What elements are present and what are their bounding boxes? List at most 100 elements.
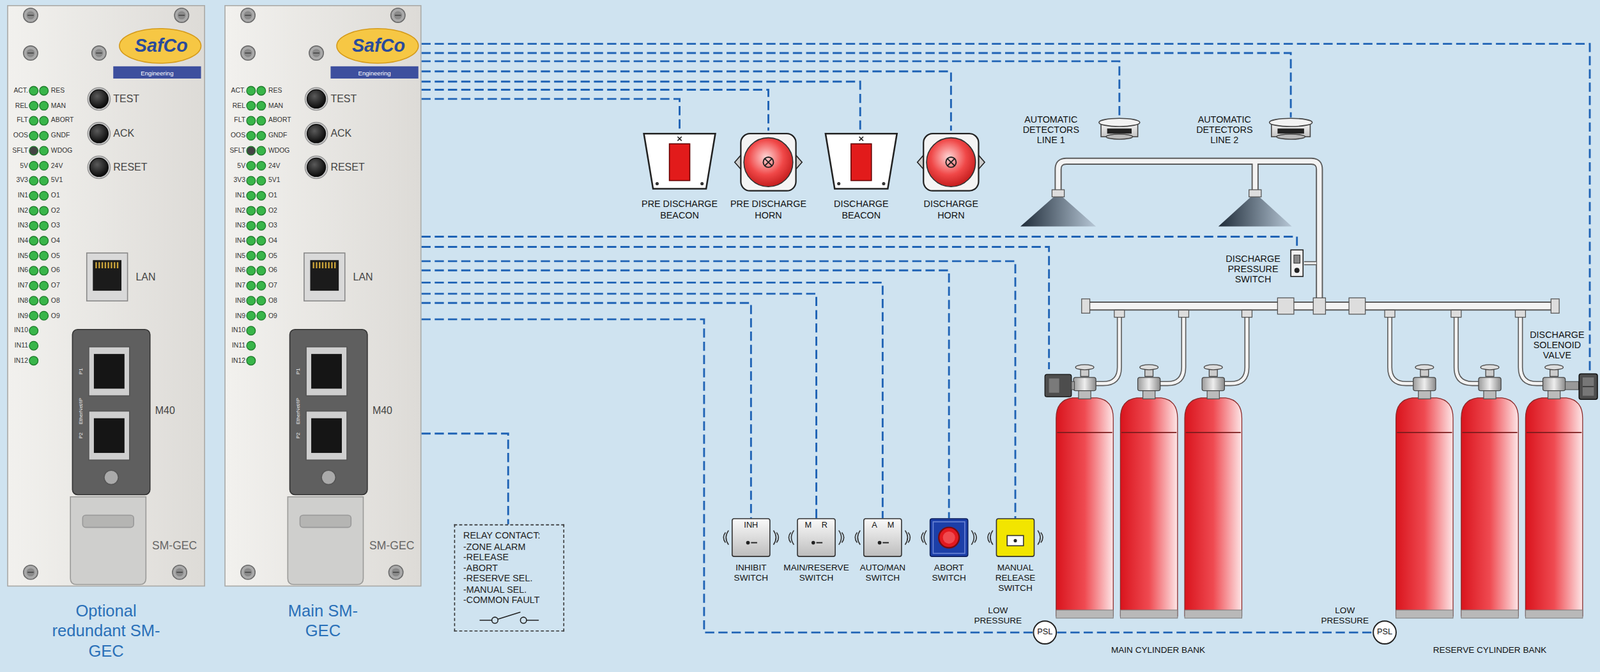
led-label: O9 <box>268 312 278 319</box>
node-label: PRE DISCHARGE HORN <box>726 198 811 221</box>
controller-module-shape <box>7 5 206 587</box>
led-label: OOS <box>230 132 246 139</box>
node-label: A <box>867 521 882 530</box>
node-label: DISCHARGE PRESSURE SWITCH <box>1222 254 1284 285</box>
led-label: IN7 <box>17 282 29 289</box>
led-label: FLT <box>233 117 246 124</box>
node-label: INHIBIT SWITCH <box>722 562 780 583</box>
brand-tagline: Engineering <box>140 69 174 77</box>
manual-release-switch: MANUAL RELEASE SWITCH <box>996 518 1036 558</box>
node-label: -MANUAL SEL. <box>463 584 556 595</box>
horn-icon-shape <box>733 130 804 194</box>
signal-wire <box>421 99 680 133</box>
led-label: IN4 <box>235 237 246 245</box>
node-label: LOW PRESSURE <box>971 605 1025 626</box>
node-label: MANUAL RELEASE SWITCH <box>980 562 1051 593</box>
led-label: O8 <box>268 297 278 305</box>
valve-actuator <box>1044 374 1579 397</box>
selector-switch-shape <box>863 518 903 558</box>
signal-wire <box>421 90 769 131</box>
led-label: IN1 <box>17 192 29 199</box>
node-label: INH <box>731 521 771 530</box>
abort-switch: ABORT SWITCH <box>929 518 969 558</box>
led-label: O7 <box>51 282 61 289</box>
node-label: MAIN/RESERVE SWITCH <box>781 562 852 583</box>
gas-cylinders <box>1056 364 1583 619</box>
solenoid-valve: DISCHARGE SOLENOID VALVE <box>1578 373 1598 400</box>
cylinder-bank: RESERVE CYLINDER BANK <box>1389 369 1578 619</box>
led-label: IN1 <box>235 192 246 199</box>
signal-wire <box>421 61 1120 118</box>
manual-release-switch-shape <box>996 518 1036 558</box>
led-label: O6 <box>268 267 278 275</box>
node-label: Optional redundant SM-GEC <box>39 601 173 663</box>
led-label: IN8 <box>235 297 246 305</box>
node-label: PSL <box>1372 628 1397 638</box>
led-label: ACT. <box>13 87 29 94</box>
node-label: DISCHARGE SOLENOID VALVE <box>1526 330 1588 361</box>
led-label: O2 <box>268 207 278 215</box>
led-label: O3 <box>268 222 278 229</box>
led-label: IN12 <box>14 357 29 364</box>
led-label: SFLT <box>12 147 29 154</box>
solenoid-valve-shape <box>1578 373 1598 400</box>
led-label: IN9 <box>235 312 246 319</box>
led-label: IN10 <box>14 327 29 335</box>
signal-wire <box>421 433 509 525</box>
led-label: REL <box>15 102 29 109</box>
led-label: 5V <box>237 162 246 169</box>
signal-wire <box>421 246 1050 370</box>
led-label: IN6 <box>17 267 29 275</box>
led-label: 5V1 <box>268 177 280 185</box>
led-label: IN3 <box>235 222 246 229</box>
controller-module: Optional redundant SM-GEC <box>7 5 206 587</box>
beacon-icon-shape <box>824 132 898 190</box>
horn-icon: DISCHARGE HORN <box>916 130 986 194</box>
led-label: O2 <box>51 207 61 215</box>
led-label: MAN <box>268 102 284 109</box>
node-label: AUTO/MAN SWITCH <box>849 562 916 583</box>
led-label: IN4 <box>17 237 29 245</box>
module-label: M40 <box>155 406 176 417</box>
signal-wire <box>421 270 950 519</box>
led-label: GNDF <box>268 132 287 139</box>
beacon-icon: DISCHARGE BEACON <box>824 132 898 190</box>
signal-wire <box>421 293 817 519</box>
brand-logo: SafCo <box>352 36 406 55</box>
led-label: O7 <box>268 282 278 289</box>
port-label: P1 <box>295 368 301 375</box>
abort-switch-shape <box>929 518 969 558</box>
button-label: TEST <box>113 93 140 105</box>
led-label: MAN <box>51 102 66 109</box>
signal-wire <box>421 71 952 131</box>
led-label: RES <box>51 87 65 94</box>
signal-wire <box>421 44 1590 374</box>
led-label: O1 <box>268 192 278 199</box>
button-label: ACK <box>330 128 352 139</box>
led-label: IN11 <box>14 342 29 349</box>
led-label: O5 <box>268 252 278 259</box>
pipe-fittings <box>1051 189 1560 318</box>
led-label: WDOG <box>268 147 290 154</box>
brand-logo: SafCo <box>134 36 188 55</box>
protocol-label: EtherNet/IP <box>295 398 301 425</box>
signal-wire <box>1056 631 1372 634</box>
led-label: FLT <box>16 117 29 124</box>
node-label: -ZONE ALARM <box>463 541 556 553</box>
selector-switch: MRMAIN/RESERVE SWITCH <box>796 518 836 558</box>
led-label: O5 <box>51 252 61 259</box>
controller-module: Main SM-GEC <box>224 5 422 587</box>
node-label: -RESERVE SEL. <box>463 573 556 585</box>
led-label: IN8 <box>17 297 29 305</box>
port-label: P2 <box>77 432 84 439</box>
node-label: PRE DISCHARGE BEACON <box>637 198 722 221</box>
spray-nozzles <box>1020 196 1293 227</box>
led-label: IN5 <box>17 252 29 259</box>
node-label: Main SM-GEC <box>277 601 370 643</box>
node-label: -ABORT <box>463 562 556 574</box>
led-label: IN9 <box>17 312 29 319</box>
led-label: OOS <box>13 132 29 139</box>
port-label: P1 <box>77 368 84 375</box>
node-label: MAIN CYLINDER BANK <box>1076 644 1241 655</box>
